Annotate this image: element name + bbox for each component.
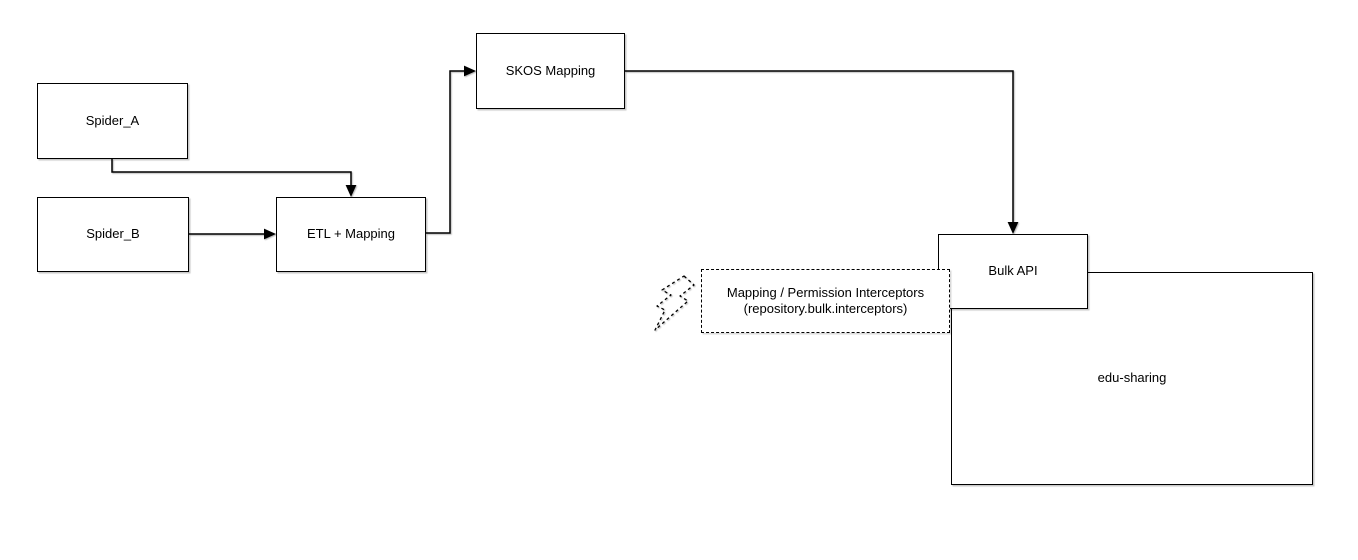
node-bulk-api-label: Bulk API bbox=[988, 263, 1038, 279]
node-interceptors: Mapping / Permission Interceptors (repos… bbox=[701, 269, 950, 333]
node-spider-a: Spider_A bbox=[37, 83, 188, 159]
node-interceptors-label-line1: Mapping / Permission Interceptors bbox=[726, 284, 925, 300]
arrowhead-etl-to-skos-icon bbox=[464, 65, 476, 77]
node-spider-a-label: Spider_A bbox=[85, 112, 140, 128]
arrowhead-spider-b-to-etl-icon bbox=[264, 228, 276, 240]
lightning-bolt-icon bbox=[654, 275, 695, 331]
node-skos-mapping-label: SKOS Mapping bbox=[505, 62, 596, 78]
connector-spider-a-to-etl bbox=[111, 159, 352, 186]
arrowhead-skos-to-bulk-api-icon bbox=[1007, 222, 1019, 234]
arrowhead-spider-a-to-etl-icon bbox=[345, 185, 357, 197]
node-bulk-api: Bulk API bbox=[938, 234, 1088, 309]
node-spider-b-label: Spider_B bbox=[86, 226, 140, 242]
connector-etl-to-skos bbox=[426, 70, 465, 234]
node-spider-b: Spider_B bbox=[37, 197, 189, 272]
node-interceptors-label-line2: (repository.bulk.interceptors) bbox=[743, 301, 908, 316]
connector-skos-to-bulk-api bbox=[625, 70, 1014, 223]
node-etl-mapping: ETL + Mapping bbox=[276, 197, 426, 272]
node-edu-sharing-label: edu-sharing bbox=[1097, 370, 1167, 386]
node-skos-mapping: SKOS Mapping bbox=[476, 33, 625, 109]
node-etl-mapping-label: ETL + Mapping bbox=[306, 226, 396, 242]
